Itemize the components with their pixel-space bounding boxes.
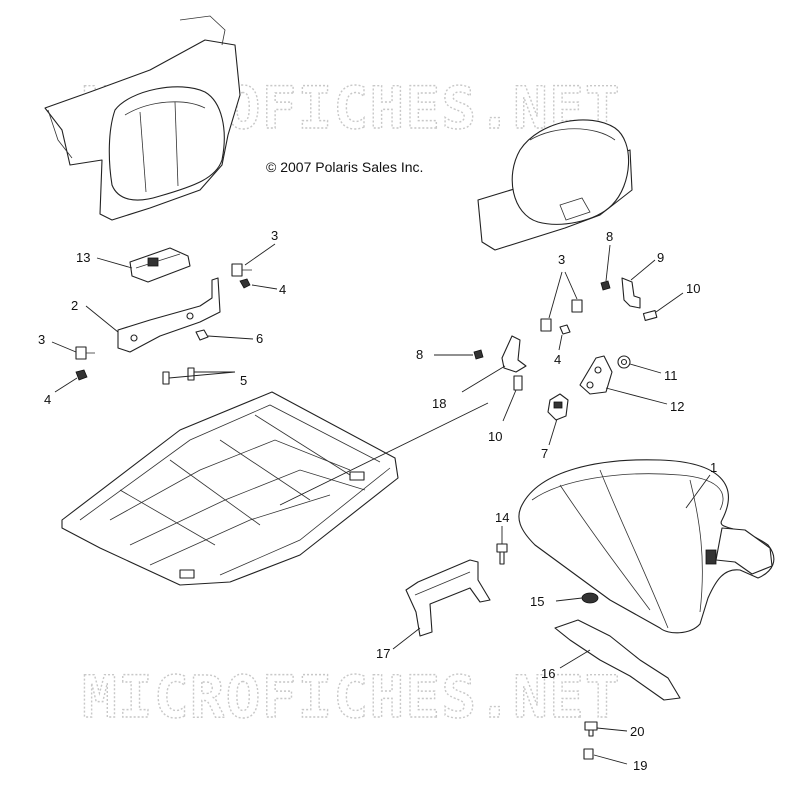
bracket-9 [621, 277, 641, 309]
heat-shield-16 [554, 619, 681, 701]
callout-4-b: 4 [44, 392, 51, 407]
bolts-3-right [540, 299, 583, 332]
callout-5: 5 [240, 373, 247, 388]
watermark-bottom: MICROFICHES.NET [82, 663, 621, 731]
nut-4-right [559, 324, 571, 335]
nut-8-right [600, 280, 611, 291]
washer-11 [617, 355, 631, 369]
bolt-14 [496, 543, 508, 565]
callout-7: 7 [541, 446, 548, 461]
latch-plate-12 [579, 355, 613, 395]
callout-3-b: 3 [38, 332, 45, 347]
callout-10-b: 10 [686, 281, 700, 296]
nut-4-upper-left [239, 278, 251, 289]
callout-14: 14 [495, 510, 509, 525]
mount-bracket-2 [117, 277, 221, 353]
bolt-10-right [642, 309, 658, 321]
seat-assembly-1 [518, 459, 775, 634]
fastener-19 [583, 748, 594, 760]
bracket-18 [501, 335, 527, 373]
callout-8-a: 8 [416, 347, 423, 362]
nut-8-center [473, 349, 484, 360]
callout-1: 1 [710, 460, 717, 475]
bolt-3-left [75, 346, 95, 360]
callout-4-c: 4 [554, 352, 561, 367]
latch-7 [547, 393, 569, 421]
callout-13: 13 [76, 250, 90, 265]
chassis-frame [61, 391, 399, 586]
bolt-3-upper-left [231, 263, 252, 277]
callout-10-a: 10 [488, 429, 502, 444]
seat-support-17 [405, 559, 491, 637]
nut-4-left [75, 369, 88, 381]
callout-17: 17 [376, 646, 390, 661]
callout-8-b: 8 [606, 229, 613, 244]
callout-12: 12 [670, 399, 684, 414]
latch-assembly-13 [129, 247, 191, 283]
callout-18: 18 [432, 396, 446, 411]
bumper-15 [581, 592, 599, 604]
copyright-text: © 2007 Polaris Sales Inc. [266, 159, 423, 175]
callout-20: 20 [630, 724, 644, 739]
callout-9: 9 [657, 250, 664, 265]
callout-3-a: 3 [271, 228, 278, 243]
callout-16: 16 [541, 666, 555, 681]
callout-19: 19 [633, 758, 647, 773]
rear-rack-backrest [44, 15, 241, 221]
callout-15: 15 [530, 594, 544, 609]
bolt-10-center [513, 375, 523, 391]
backrest-pad [477, 119, 633, 251]
callout-11: 11 [664, 368, 678, 383]
callout-6: 6 [256, 331, 263, 346]
fastener-20 [584, 721, 598, 737]
callout-2: 2 [71, 298, 78, 313]
callout-4-a: 4 [279, 282, 286, 297]
callout-3-c: 3 [558, 252, 565, 267]
nut-6 [195, 329, 209, 341]
